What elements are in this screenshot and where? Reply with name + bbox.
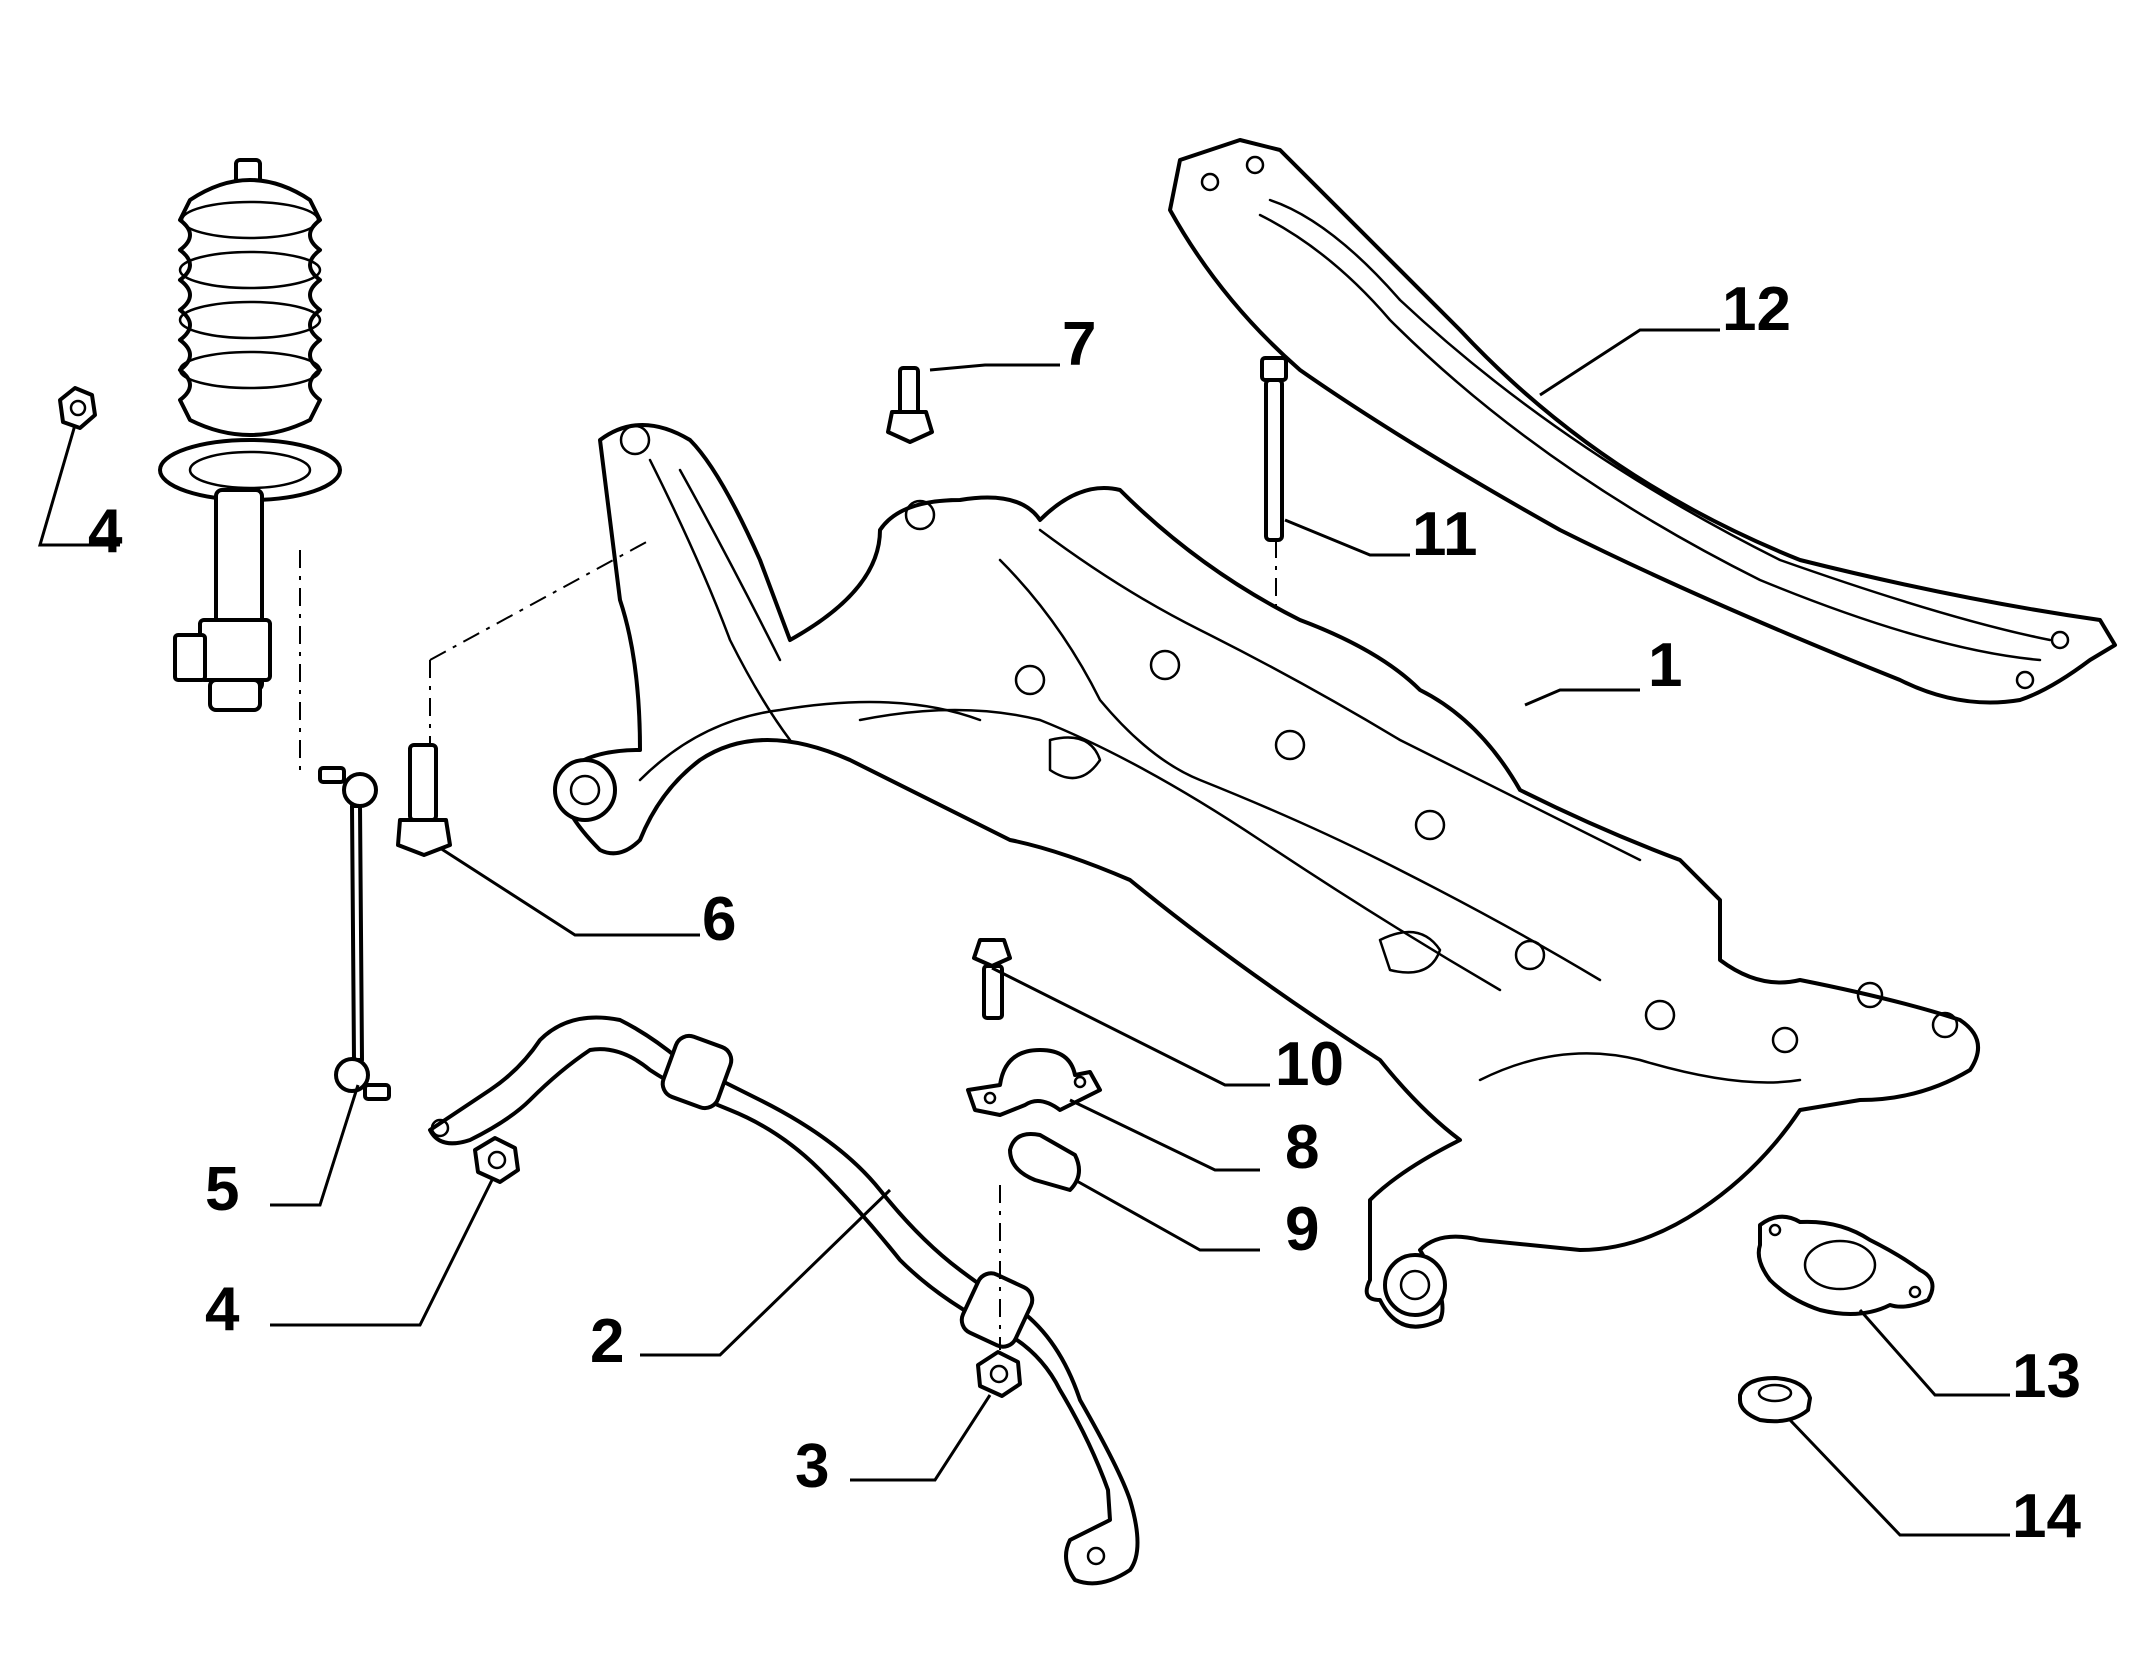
callout-label-2: 2 — [590, 1307, 624, 1376]
callout-label-9: 9 — [1285, 1195, 1319, 1264]
callout-label-3: 3 — [795, 1432, 829, 1501]
stabiliser-link-part-5 — [318, 766, 391, 1101]
plate-part-13 — [1756, 1214, 1935, 1316]
cross-member-part-12 — [1168, 138, 2117, 705]
callout-label-12: 12 — [1722, 275, 1791, 344]
callout-label-1: 1 — [1648, 631, 1682, 700]
bush-part-9 — [1008, 1132, 1081, 1192]
nut-part-4-top — [58, 386, 97, 430]
strut-assembly — [158, 158, 342, 712]
callout-label-4-top: 4 — [88, 497, 123, 566]
callout-labels: 1 2 3 4 4 5 6 7 8 9 10 11 12 13 14 — [88, 275, 2081, 1551]
bolt-part-6 — [396, 743, 452, 857]
subframe-part-1 — [553, 423, 1980, 1329]
callout-label-13: 13 — [2012, 1342, 2081, 1411]
bolt-part-10 — [972, 938, 1012, 1020]
bolt-part-7 — [886, 366, 934, 444]
callout-label-4-bottom: 4 — [205, 1275, 240, 1344]
nut-part-3 — [976, 1350, 1022, 1398]
stabiliser-bar-part-2 — [428, 1015, 1140, 1586]
callout-label-6: 6 — [702, 885, 736, 954]
callout-label-7: 7 — [1062, 310, 1096, 379]
cap-part-14 — [1738, 1376, 1812, 1424]
callout-label-11: 11 — [1412, 500, 1478, 569]
nut-part-4-bottom — [473, 1136, 520, 1184]
bracket-part-8 — [966, 1048, 1102, 1117]
callout-label-10: 10 — [1275, 1030, 1344, 1099]
callout-label-14: 14 — [2012, 1482, 2081, 1551]
leader-lines — [38, 328, 2010, 1537]
stud-part-11 — [1260, 356, 1288, 542]
callout-label-5: 5 — [205, 1155, 239, 1224]
callout-label-8: 8 — [1285, 1113, 1319, 1182]
assembly-lines — [299, 539, 1277, 1350]
